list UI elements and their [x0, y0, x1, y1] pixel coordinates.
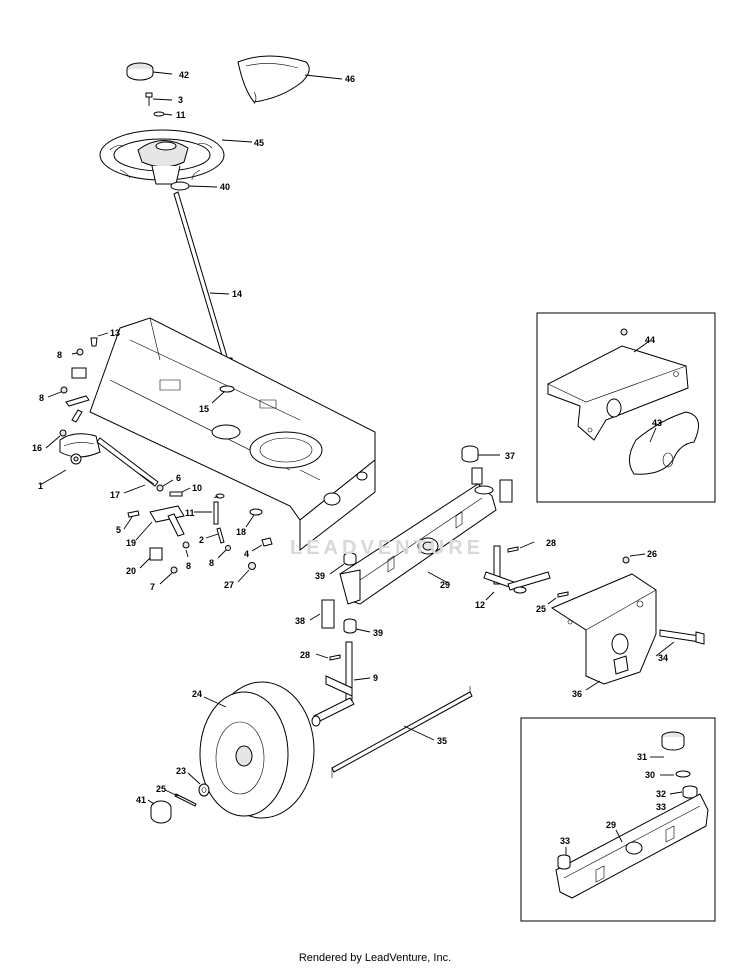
callout-36: 36: [572, 689, 582, 699]
callout-39: 39: [315, 571, 325, 581]
part-hardware-cluster: [123, 479, 273, 585]
callout-34: 34: [658, 653, 668, 663]
callout-5: 5: [116, 525, 121, 535]
inset-bracket-detail: [536, 312, 716, 503]
callout-2: 2: [199, 535, 204, 545]
part-nut-bolt-upper: [47, 332, 109, 398]
callout-33: 33: [656, 802, 666, 812]
part-sector-gear: [39, 395, 159, 494]
callout-33: 33: [560, 836, 570, 846]
callout-10: 10: [192, 483, 202, 493]
part-wheel-hardware: [147, 772, 210, 824]
callout-38: 38: [295, 616, 305, 626]
callout-46: 46: [345, 74, 355, 84]
part-spindle-left: [311, 641, 371, 727]
callout-4: 4: [244, 549, 249, 559]
part-frame: [89, 317, 376, 552]
callout-28: 28: [300, 650, 310, 660]
callout-1: 1: [38, 481, 43, 491]
callout-29: 29: [606, 820, 616, 830]
callout-39: 39: [373, 628, 383, 638]
part-front-bracket: [550, 553, 705, 691]
part-steering-cover: [237, 55, 343, 105]
callout-41: 41: [136, 795, 146, 805]
callout-8: 8: [209, 558, 214, 568]
callout-18: 18: [236, 527, 246, 537]
callout-43: 43: [652, 418, 662, 428]
callout-26: 26: [647, 549, 657, 559]
callout-13: 13: [110, 328, 120, 338]
part-tie-rod: [331, 686, 473, 778]
callout-29: 29: [440, 580, 450, 590]
callout-3: 3: [178, 95, 183, 105]
part-bushings: [309, 445, 513, 634]
inset-axle-detail: [520, 717, 716, 922]
callout-8: 8: [186, 561, 191, 571]
callout-11: 11: [185, 508, 195, 518]
callout-15: 15: [199, 404, 209, 414]
callout-8: 8: [57, 350, 62, 360]
callout-25: 25: [156, 784, 166, 794]
callout-35: 35: [437, 736, 447, 746]
callout-6: 6: [176, 473, 181, 483]
watermark: LEADVENTURE: [290, 537, 485, 559]
callout-8: 8: [39, 393, 44, 403]
callout-31: 31: [637, 752, 647, 762]
callout-44: 44: [645, 335, 655, 345]
callout-24: 24: [192, 689, 202, 699]
part-washer-15: [211, 385, 235, 404]
part-hub-cap: [126, 62, 173, 81]
callout-40: 40: [220, 182, 230, 192]
callout-9: 9: [373, 673, 378, 683]
callout-7: 7: [150, 582, 155, 592]
callout-16: 16: [32, 443, 42, 453]
callout-32: 32: [656, 789, 666, 799]
callout-42: 42: [179, 70, 189, 80]
part-screw-washer: [145, 92, 173, 117]
callout-23: 23: [176, 766, 186, 776]
callout-45: 45: [254, 138, 264, 148]
part-steering-wheel: [99, 129, 253, 185]
callout-19: 19: [126, 538, 136, 548]
part-spindle-right: [483, 541, 569, 605]
callout-25: 25: [536, 604, 546, 614]
part-tire-wheel: [199, 681, 315, 819]
callout-12: 12: [475, 600, 485, 610]
footer-credit: Rendered by LeadVenture, Inc.: [298, 952, 452, 964]
callout-37: 37: [505, 451, 515, 461]
callout-30: 30: [645, 770, 655, 780]
callout-20: 20: [126, 566, 136, 576]
callout-28: 28: [546, 538, 556, 548]
part-front-axle: [339, 483, 497, 605]
callout-11: 11: [176, 110, 186, 120]
callout-27: 27: [224, 580, 234, 590]
callout-14: 14: [232, 289, 242, 299]
callout-17: 17: [110, 490, 120, 500]
